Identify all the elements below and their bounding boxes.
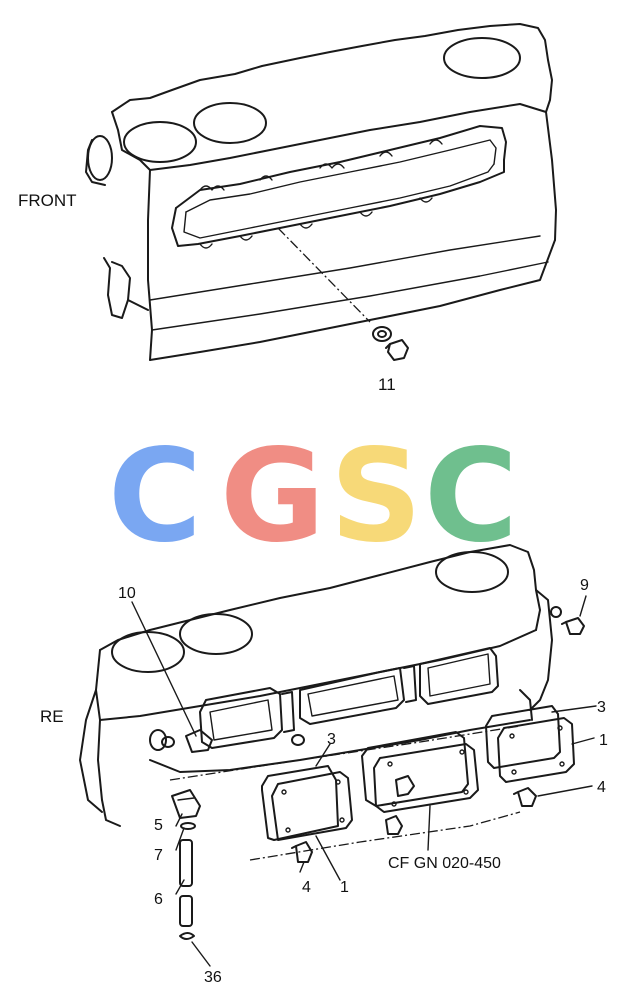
- callout-3-left: 3: [327, 731, 336, 748]
- upper-engine-block: [85, 23, 557, 361]
- callout-7: 7: [154, 847, 163, 864]
- callout-36: 36: [204, 969, 222, 986]
- fitting-5: [171, 789, 201, 819]
- reference-code: CF GN 020-450: [388, 855, 501, 872]
- callout-5: 5: [154, 817, 163, 834]
- callout-4-left: 4: [302, 879, 311, 896]
- rear-orientation-label: RE: [40, 707, 64, 726]
- callout-9: 9: [580, 577, 589, 594]
- plug-9: [561, 617, 585, 635]
- pipe-6: [179, 839, 193, 927]
- front-orientation-label: FRONT: [18, 191, 77, 210]
- callout-6: 6: [154, 891, 163, 908]
- callout-4-right: 4: [597, 779, 606, 796]
- left-side-cover: [261, 765, 353, 841]
- bolt-4-left: [291, 841, 313, 863]
- callout-1-left: 1: [340, 879, 349, 896]
- bolt-4-right: [513, 787, 537, 807]
- callout-1-right: 1: [599, 732, 608, 749]
- watermark-letter-c2: C: [424, 422, 518, 571]
- watermark-letter-c1: C: [108, 422, 202, 571]
- leader-lines: [131, 595, 597, 967]
- center-side-cover: [361, 731, 479, 813]
- lower-engine-block: [79, 544, 562, 827]
- callout-10: 10: [118, 585, 136, 602]
- callout-3-right: 3: [597, 699, 606, 716]
- watermark-letter-g: G: [220, 422, 325, 571]
- watermark-letter-s: S: [330, 422, 422, 571]
- cgsc-watermark: C G S C: [108, 422, 518, 571]
- bolt-4-center: [385, 815, 403, 835]
- clip-36: [179, 932, 195, 940]
- o-ring-7: [180, 822, 196, 830]
- callout-11: 11: [378, 375, 396, 394]
- right-side-cover: [485, 705, 575, 783]
